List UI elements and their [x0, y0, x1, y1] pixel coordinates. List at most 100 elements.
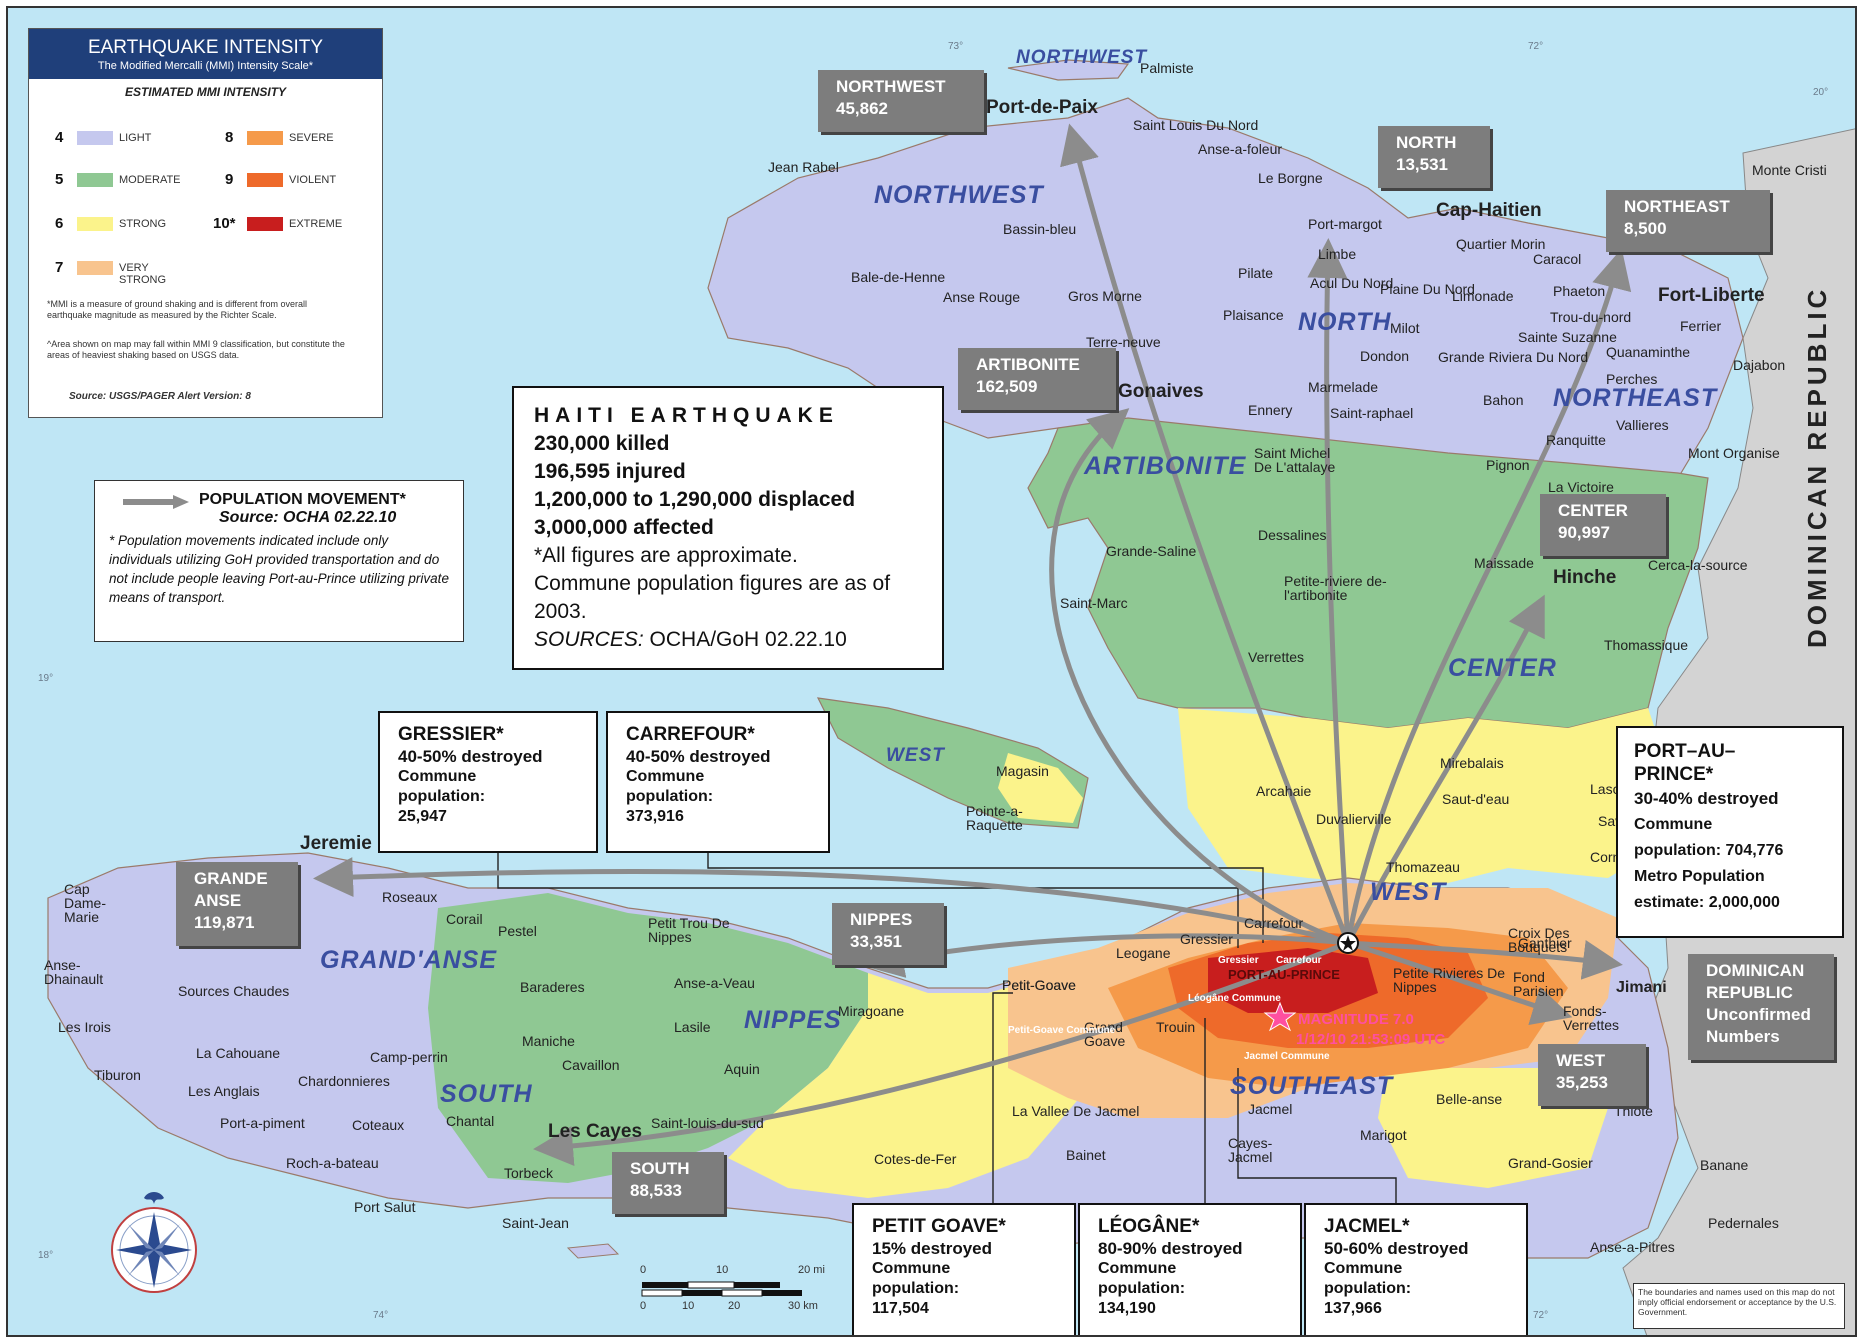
town-label: Grande Riviera Du Nord: [1438, 349, 1589, 365]
town-label: Miragoane: [838, 1003, 905, 1019]
town-label: Dondon: [1360, 348, 1410, 364]
haiti-land-south-moderate: [428, 893, 868, 1183]
town-label: Ennery: [1248, 402, 1293, 418]
town-label: Anse-a-Veau: [674, 975, 755, 991]
commune-pop-label: population:: [626, 788, 714, 805]
destination-box-grande-anse: GRANDE ANSE 119,871: [176, 862, 298, 946]
commune-destroyed: 40-50% destroyed: [398, 747, 543, 766]
ile-de-la-tortue: [1007, 59, 1130, 81]
town-label: Ganthier: [1518, 935, 1572, 951]
town-label: Acul Du Nord: [1310, 275, 1394, 291]
town-label: Aquin: [724, 1061, 760, 1077]
town-label: La Cahouane: [196, 1045, 281, 1061]
destination-name: NORTH: [1396, 133, 1457, 152]
legend-swatch: [77, 131, 113, 145]
legend-scale-heading: ESTIMATED MMI INTENSITY: [124, 85, 287, 99]
town-label: La Vallee De Jacmel: [1012, 1103, 1140, 1119]
legend-level-label: EXTREME: [289, 218, 343, 230]
population-movement-source: Source: OCHA 02.22.10: [219, 509, 397, 526]
legend-header: EARTHQUAKE INTENSITY The Modified Mercal…: [29, 29, 382, 79]
commune-box-jacmel: JACMEL* 50-60% destroyed Commune populat…: [1304, 1203, 1528, 1335]
town-label: Coteaux: [352, 1117, 405, 1133]
population-movement-title: POPULATION MOVEMENT*: [199, 491, 406, 508]
town-label: Carrefour: [1244, 915, 1304, 931]
town-label: Cavaillon: [562, 1057, 620, 1073]
town-label: Caracol: [1533, 251, 1582, 267]
capital-star-icon: [1340, 935, 1356, 951]
commune-pop-label: population:: [398, 788, 486, 805]
legend-level-number: 9: [225, 171, 234, 188]
town-label: Maissade: [1474, 555, 1534, 571]
department-label: CENTER: [1448, 654, 1557, 682]
graticule-label: 19°: [38, 673, 54, 684]
destination-box-dominican-republic: DOMINICAN REPUBLIC Unconfirmed Numbers: [1688, 954, 1834, 1060]
town-label: Quartier Morin: [1456, 236, 1546, 252]
destination-name: CENTER: [1558, 501, 1628, 520]
town-label: Plaisance: [1223, 307, 1284, 323]
town-label: Arcahaie: [1256, 783, 1312, 799]
town-label: Saint-Jean: [502, 1215, 569, 1231]
town-label: Petite Rivieres De Nippes: [1393, 965, 1506, 995]
commune-pop-label: Commune: [398, 768, 477, 785]
commune-pop-value: 373,916: [626, 808, 684, 825]
haiti-land-extreme: [1208, 948, 1378, 1013]
map-frame: 73° 72° 20° 19° 18° 74° 72° NORTHWEST NO…: [6, 6, 1857, 1337]
town-label: Limonade: [1452, 288, 1514, 304]
scale-bar: 0 10 20 mi 0 10 20 30 km: [638, 1260, 838, 1320]
commune-destroyed: 15% destroyed: [872, 1239, 992, 1258]
population-movement-note: * Population movements indicated include…: [109, 533, 449, 605]
town-label: Limbe: [1318, 246, 1357, 262]
scale-tick: 10: [682, 1300, 695, 1312]
town-label: Ranquitte: [1546, 432, 1606, 448]
town-label: Thomassique: [1604, 637, 1689, 653]
town-label: Camp-perrin: [370, 1049, 448, 1065]
town-label: Anse Rouge: [943, 289, 1021, 305]
destination-value: 35,253: [1556, 1073, 1608, 1092]
town-label: Tiburon: [94, 1067, 141, 1083]
destination-box-northeast: NORTHEAST 8,500: [1606, 190, 1770, 252]
scale-tick: 0: [640, 1300, 647, 1312]
country-label: DOMINICAN REPUBLIC: [1802, 285, 1832, 648]
haiti-land-strong: [1178, 708, 1668, 888]
town-label: Marigot: [1360, 1127, 1407, 1143]
town-label: La Victoire: [1548, 479, 1614, 495]
town-label: Belle-anse: [1436, 1091, 1503, 1107]
commune-destroyed: 80-90% destroyed: [1098, 1239, 1243, 1258]
town-label: Marmelade: [1308, 379, 1379, 395]
metro-pop-value: estimate: 2,000,000: [1634, 894, 1780, 911]
town-label: Verrettes: [1248, 649, 1305, 665]
town-label: Thomazeau: [1386, 859, 1460, 875]
summary-sources-value: OCHA/GoH 02.22.10: [643, 628, 847, 651]
commune-zone-label: Léogâne Commune: [1188, 993, 1281, 1004]
town-label: Phaeton: [1553, 283, 1606, 299]
commune-box-petit-goave: PETIT GOAVE* 15% destroyed Commune popul…: [852, 1203, 1076, 1335]
commune-box-port-au-prince: PORT–AU– PRINCE* 30-40% destroyed Commun…: [1616, 726, 1844, 938]
port-au-prince-zone-label: PORT-AU-PRINCE: [1228, 967, 1340, 982]
city-label: Jimani: [1616, 979, 1667, 996]
destination-box-south: SOUTH 88,533: [612, 1152, 724, 1214]
town-label: Bainet: [1066, 1147, 1106, 1163]
destination-value: 8,500: [1624, 219, 1667, 238]
town-label: Mirebalais: [1440, 755, 1504, 771]
town-label: Sources Chaudes: [178, 983, 290, 999]
commune-pop-label: population:: [1324, 1280, 1412, 1297]
graticule-label: 74°: [373, 1310, 389, 1321]
town-label: Grand-Gosier: [1508, 1155, 1593, 1171]
destination-box-northwest: NORTHWEST 45,862: [818, 70, 984, 132]
town-label: Ferrier: [1680, 318, 1722, 334]
destination-box-center: CENTER 90,997: [1540, 494, 1666, 556]
town-label: Dajabon: [1733, 357, 1786, 373]
destination-value: 90,997: [1558, 523, 1610, 542]
legend-level-number: 10*: [213, 215, 236, 232]
department-label: WEST: [1370, 878, 1447, 906]
legend-level-number: 5: [55, 171, 64, 188]
destination-name: NIPPES: [850, 910, 913, 929]
town-label: Petite-riviere de-l'artibonite: [1284, 573, 1387, 603]
destination-value: 162,509: [976, 377, 1038, 396]
population-movement-arrows: [313, 123, 1632, 1167]
town-label: Cotes-de-Fer: [874, 1151, 957, 1167]
commune-pop-value: 137,966: [1324, 1300, 1382, 1317]
commune-destroyed: 30-40% destroyed: [1634, 789, 1779, 808]
legend-level-label: STRONG: [119, 218, 167, 230]
destination-note: Unconfirmed: [1706, 1005, 1811, 1024]
